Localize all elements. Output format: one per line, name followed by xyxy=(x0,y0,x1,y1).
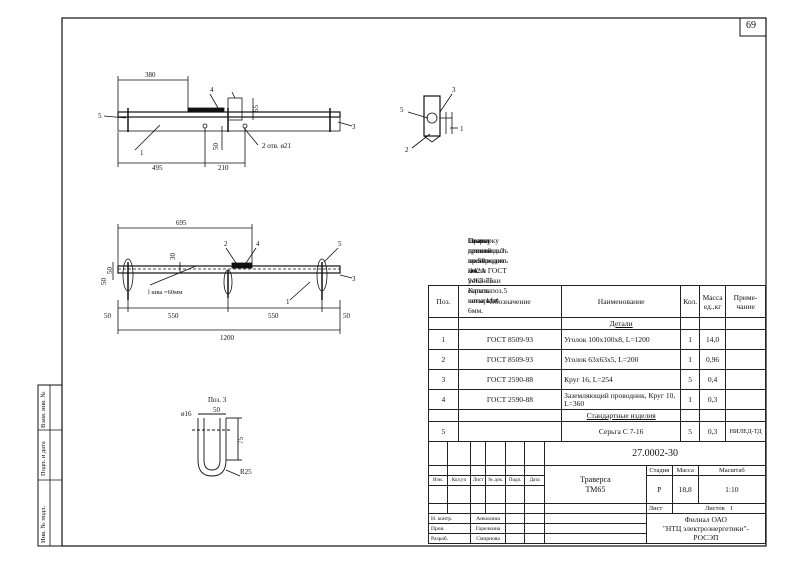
person-row: Пров. Горелкина xyxy=(428,523,766,534)
stamp-sign-date: Подп. и дата xyxy=(40,441,47,476)
pos-4-top: 4 xyxy=(210,86,214,94)
hdr-pos: Поз. xyxy=(428,285,459,318)
stamp-inv-orig: Инв. № подл. xyxy=(40,505,47,543)
dim-380: 380 xyxy=(145,71,156,79)
hdr-name: Наименование xyxy=(561,285,682,318)
pos-1-front: 1 xyxy=(286,298,290,306)
mass-value: 18,8 xyxy=(671,475,699,504)
dim-695: 695 xyxy=(176,219,187,227)
pos-2-front: 2 xyxy=(224,240,228,248)
front-view-labels: 695 550 550 1200 50 50 30 50 50 l шва =6… xyxy=(100,219,356,342)
radius-r25: R25 xyxy=(240,468,252,476)
organization: Филиал ОАО "НТЦ электроэнергетики"- РОСЭ… xyxy=(645,513,767,544)
dim-d16: ø16 xyxy=(181,410,192,418)
pos-5-top: 5 xyxy=(98,112,102,120)
dim-50-vert-2: 50 xyxy=(106,267,114,275)
pos-3-side: 3 xyxy=(452,86,456,94)
section-standard: Стандартные изделия xyxy=(561,409,682,422)
side-view xyxy=(407,93,458,149)
top-view xyxy=(103,76,353,167)
pos-3-front: 3 xyxy=(352,275,356,283)
pos-5-side: 5 xyxy=(400,106,404,114)
sheet-number-box xyxy=(739,17,767,37)
spec-table: Поз. Обозначение Наименование Кол. Масса… xyxy=(428,285,766,442)
side-view-labels: 5 3 1 2 xyxy=(400,86,464,154)
detail-title: Поз. 3 xyxy=(208,396,227,404)
drawing-code: 27.0002-30 xyxy=(544,441,766,466)
pos-5-front: 5 xyxy=(338,240,342,248)
hdr-mass: Масса ед.,кг xyxy=(699,285,727,318)
note-line-3: швами длиной по 50 мм. xyxy=(468,236,492,275)
sheet-number: 69 xyxy=(746,20,756,31)
frame-border xyxy=(61,17,767,547)
spec-header-row: Поз. Обозначение Наименование Кол. Масса… xyxy=(428,285,766,318)
dim-50-vert-1: 50 xyxy=(100,278,108,286)
pos-1-top: 1 xyxy=(140,149,144,157)
sheets-count: Листов 1 xyxy=(671,503,767,514)
dim-30: 30 xyxy=(169,253,177,261)
dim-210: 210 xyxy=(218,164,229,172)
detail-pos3 xyxy=(192,413,242,477)
dim-1200: 1200 xyxy=(220,334,235,342)
top-view-labels: 380 495 210 55 50 2 отв. ø21 1 3 4 5 xyxy=(98,71,356,172)
detail-labels: Поз. 3 ø16 50 75 R25 xyxy=(181,396,252,476)
hdr-qty: Кол. xyxy=(680,285,701,318)
revision-header: Изм. Кол.уч Лист № док. Подп. Дата Р 18,… xyxy=(428,475,767,504)
front-view xyxy=(112,224,353,334)
person-row: Разраб. Смирнова xyxy=(428,533,766,544)
person-row: Н. контр. Анкилина Филиал ОАО "НТЦ элект… xyxy=(428,513,767,544)
dim-550-right: 550 xyxy=(268,312,279,320)
dim-550-left: 550 xyxy=(168,312,179,320)
dim-50-right: 50 xyxy=(343,312,351,320)
pos-3-top: 3 xyxy=(352,123,356,131)
holes-label: 2 отв. ø21 xyxy=(262,142,292,150)
dim-495: 495 xyxy=(152,164,163,172)
pos-2-side: 2 xyxy=(405,146,409,154)
section-details: Детали xyxy=(561,317,682,330)
dim-75: 75 xyxy=(237,437,245,445)
dim-50: 50 xyxy=(212,143,220,151)
stage-value: Р xyxy=(645,475,673,504)
hdr-designation: Обозначение xyxy=(457,285,563,318)
dim-55: 55 xyxy=(252,105,260,113)
scale-value: 1:10 xyxy=(697,475,767,504)
dim-50-detail: 50 xyxy=(213,406,221,414)
stamp-inv-repl: Взам. инв. № xyxy=(40,391,47,428)
pos-4-front: 4 xyxy=(256,240,260,248)
pos-1-side: 1 xyxy=(460,125,464,133)
weld-length: l шва =60мм xyxy=(148,289,182,296)
hdr-note: Приме-чание xyxy=(725,285,766,318)
dim-50-left: 50 xyxy=(104,312,112,320)
